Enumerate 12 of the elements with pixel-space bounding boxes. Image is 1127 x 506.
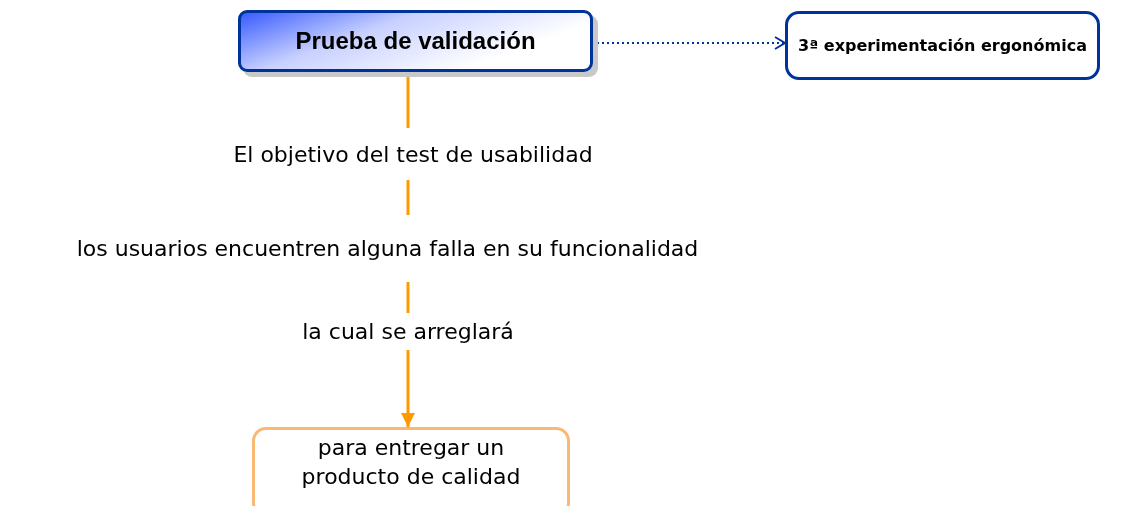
arrow: [596, 36, 786, 50]
connector-line: [406, 180, 410, 215]
box-label: para entregar un producto de calidad: [300, 434, 522, 491]
box-label: 3ª experimentación ergonómica: [798, 34, 1087, 57]
box-label: Prueba de validación: [295, 27, 536, 55]
arrow: [401, 350, 415, 427]
step-text: la cual se arreglará: [230, 313, 586, 350]
result-box: [252, 427, 570, 506]
connector-line: [406, 282, 410, 313]
process-box: [785, 11, 1100, 80]
step-text: los usuarios encuentren alguna falla en su funcionalidad: [0, 215, 775, 282]
step-text: El objetivo del test de usabilidad: [150, 128, 676, 180]
